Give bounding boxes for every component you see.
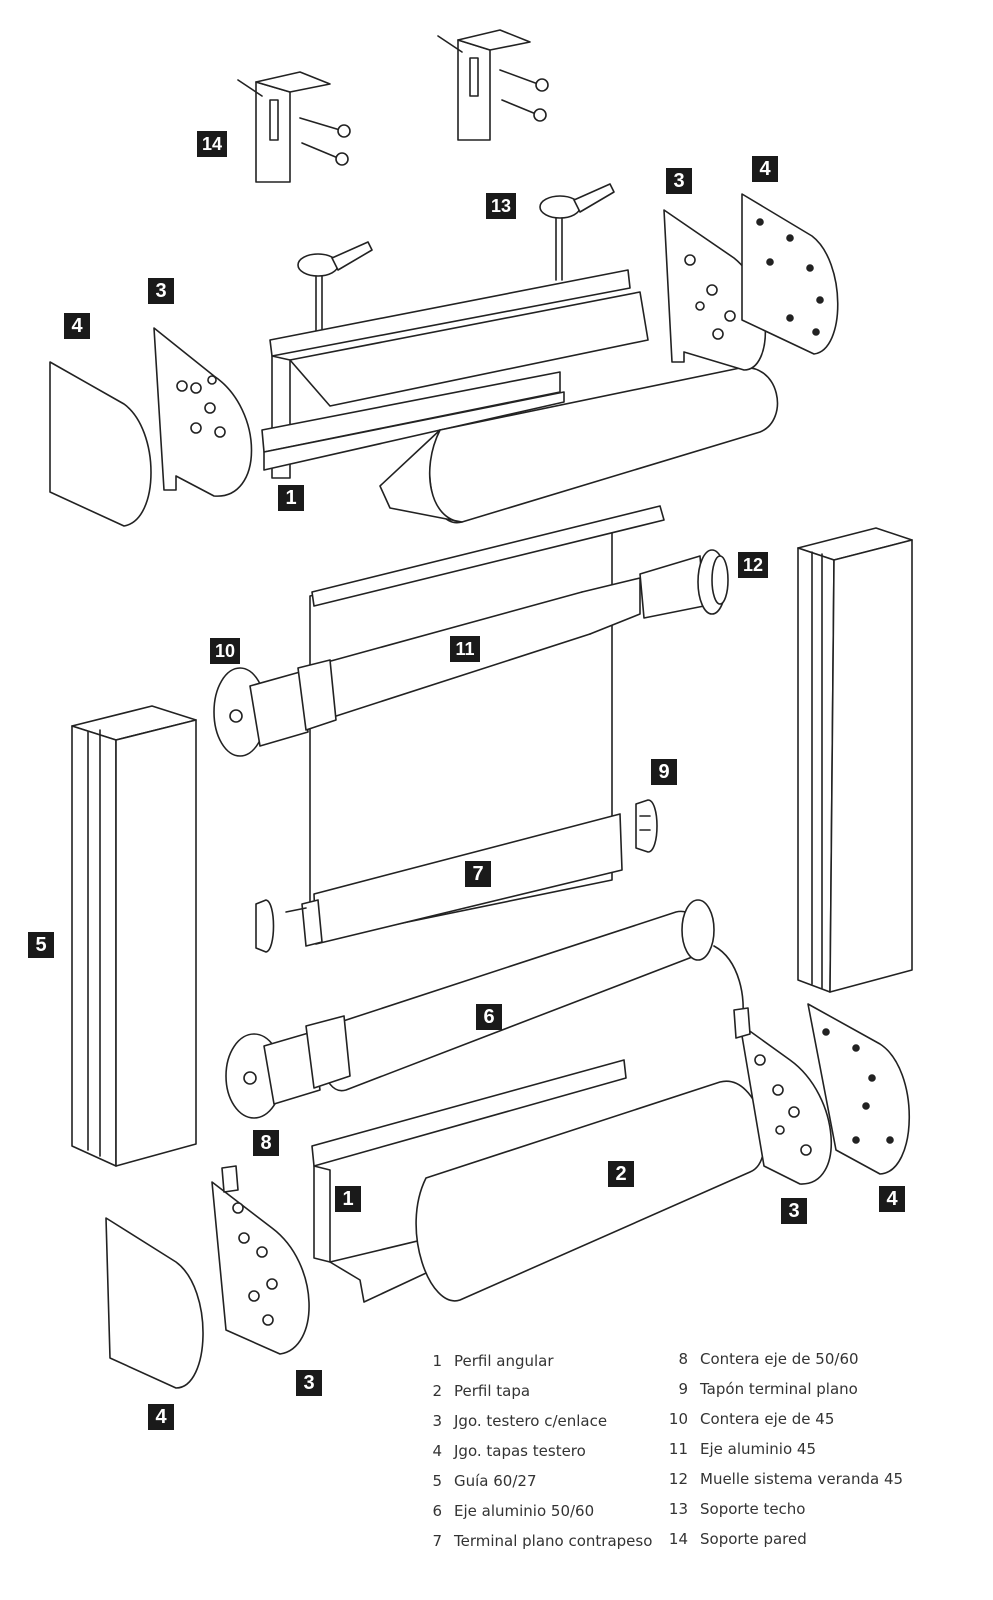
legend-number: 1 [432,1352,442,1370]
guide-rail-left [71,705,197,1167]
callout-4-bottom-left: 4 [148,1404,174,1430]
legend-label: Eje aluminio 50/60 [454,1502,595,1520]
legend-number: 9 [678,1380,688,1398]
legend-label: Guía 60/27 [454,1472,537,1490]
callout-3-top-left: 3 [148,278,174,304]
callout-7: 7 [465,861,491,887]
bottom-cover-profile [415,1080,766,1302]
callout-10: 10 [210,638,240,664]
endcap-shaft-45 [213,659,337,757]
legend-label: Tapón terminal plano [700,1380,858,1398]
callout-1-bottom: 1 [335,1186,361,1212]
endcover-top-left [49,361,152,527]
parts-legend-right: 8 Contera eje de 50/60 9 Tapón terminal pl… [666,1350,926,1590]
legend-label: Terminal plano contrapeso [454,1532,653,1550]
callout-5: 5 [28,932,54,958]
legend-label: Muelle sistema veranda 45 [700,1470,904,1488]
wall-bracket-left [237,71,351,183]
endcap-bottom-left [211,1165,310,1355]
legend-number: 4 [432,1442,442,1460]
ceiling-support-top [297,183,615,341]
legend-number: 12 [668,1470,688,1488]
legend-number: 10 [668,1410,688,1428]
top-cover-tube [379,366,779,524]
callout-3-bottom-left: 3 [296,1370,322,1396]
endcover-bottom-left [105,1217,204,1389]
guide-rail-right [797,527,913,993]
legend-number: 2 [432,1382,442,1400]
legend-number: 8 [678,1350,688,1368]
callout-3-bottom-right: 3 [781,1198,807,1224]
legend-label: Jgo. tapas testero [454,1442,586,1460]
shaft-50-60 [320,899,744,1092]
parts-legend-left: 1 Perfil angular 2 Perfil tapa 3 Jgo. teste… [420,1352,653,1592]
legend-number: 13 [668,1500,688,1518]
callout-4-bottom-right: 4 [879,1186,905,1212]
endcap-top-left [153,327,253,497]
legend-label: Soporte pared [700,1530,807,1548]
endcover-bottom-right [807,1003,911,1175]
legend-number: 6 [432,1502,442,1520]
callout-3-top-right: 3 [666,168,692,194]
callout-4-top-right: 4 [752,156,778,182]
legend-label: Perfil tapa [454,1382,531,1400]
callout-6: 6 [476,1004,502,1030]
legend-label: Perfil angular [454,1352,554,1370]
flat-terminal-plug [635,799,658,853]
callout-8: 8 [253,1130,279,1156]
callout-2: 2 [608,1161,634,1187]
legend-label: Contera eje de 45 [700,1410,835,1428]
callout-14: 14 [197,131,227,157]
callout-11: 11 [450,636,480,662]
legend-label: Eje aluminio 45 [700,1440,816,1458]
legend-number: 11 [668,1440,688,1458]
legend-number: 3 [432,1412,442,1430]
legend-label: Jgo. testero c/enlace [454,1412,608,1430]
callout-1-top: 1 [278,485,304,511]
wall-bracket-right [437,29,549,141]
legend-label: Soporte techo [700,1500,806,1518]
legend-number: 14 [668,1530,688,1548]
endcover-top-right [741,193,839,355]
endcap-bottom-right [733,1007,833,1185]
callout-13: 13 [486,193,516,219]
legend-number: 5 [432,1472,442,1490]
callout-9: 9 [651,759,677,785]
legend-label: Contera eje de 50/60 [700,1350,859,1368]
top-angular-profile [261,269,649,479]
endcap-shaft-50-60 [225,1015,351,1119]
callout-4-top-left: 4 [64,313,90,339]
callout-12: 12 [738,552,768,578]
legend-number: 7 [432,1532,442,1550]
